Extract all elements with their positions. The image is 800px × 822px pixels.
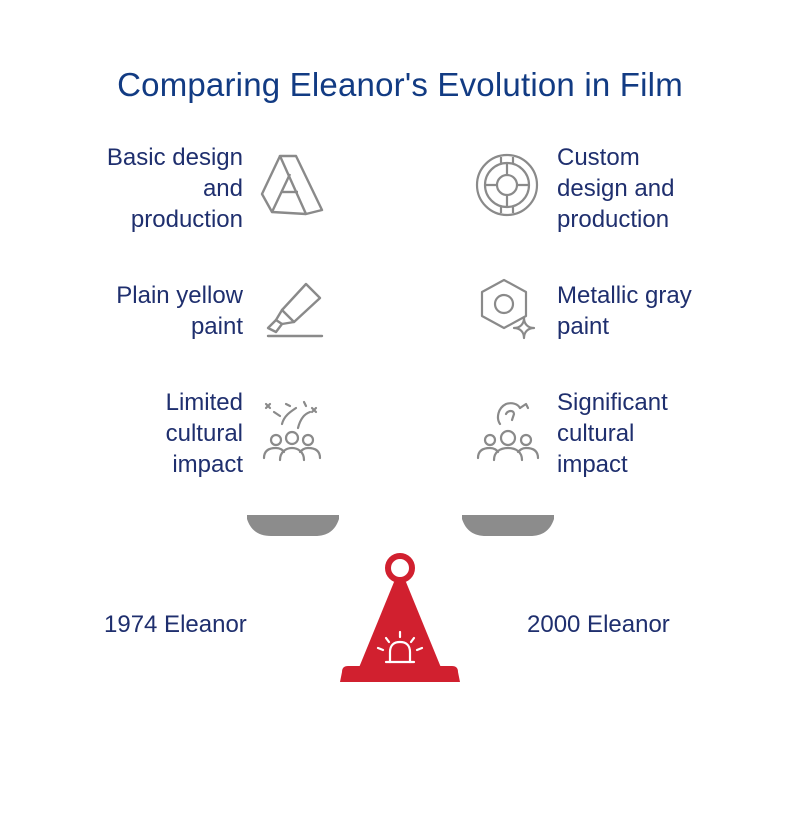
crowd-spotlight-icon (476, 396, 542, 464)
scale-fulcrum (338, 552, 462, 691)
right-item-1-label: Custom design and production (557, 144, 675, 233)
left-era-label: 1974 Eleanor (104, 611, 247, 638)
highlighter-icon (260, 278, 326, 342)
left-item-2-label: Plain yellow paint (116, 282, 243, 340)
right-era-label: 2000 Eleanor (527, 611, 670, 638)
left-scale-pan (247, 515, 339, 544)
crowd-celebration-icon (260, 398, 326, 464)
left-item-1-label: Basic design and production (106, 144, 243, 233)
folded-ribbon-icon (258, 152, 326, 218)
hex-nut-sparkle-icon (474, 276, 540, 342)
page-title: Comparing Eleanor's Evolution in Film (117, 66, 683, 103)
right-item-3-label: Significant cultural impact (557, 389, 668, 478)
custom-emblem-icon (474, 152, 540, 218)
left-item-3-label: Limited cultural impact (165, 389, 243, 478)
right-scale-pan (462, 515, 554, 544)
right-item-2-label: Metallic gray paint (557, 282, 692, 340)
